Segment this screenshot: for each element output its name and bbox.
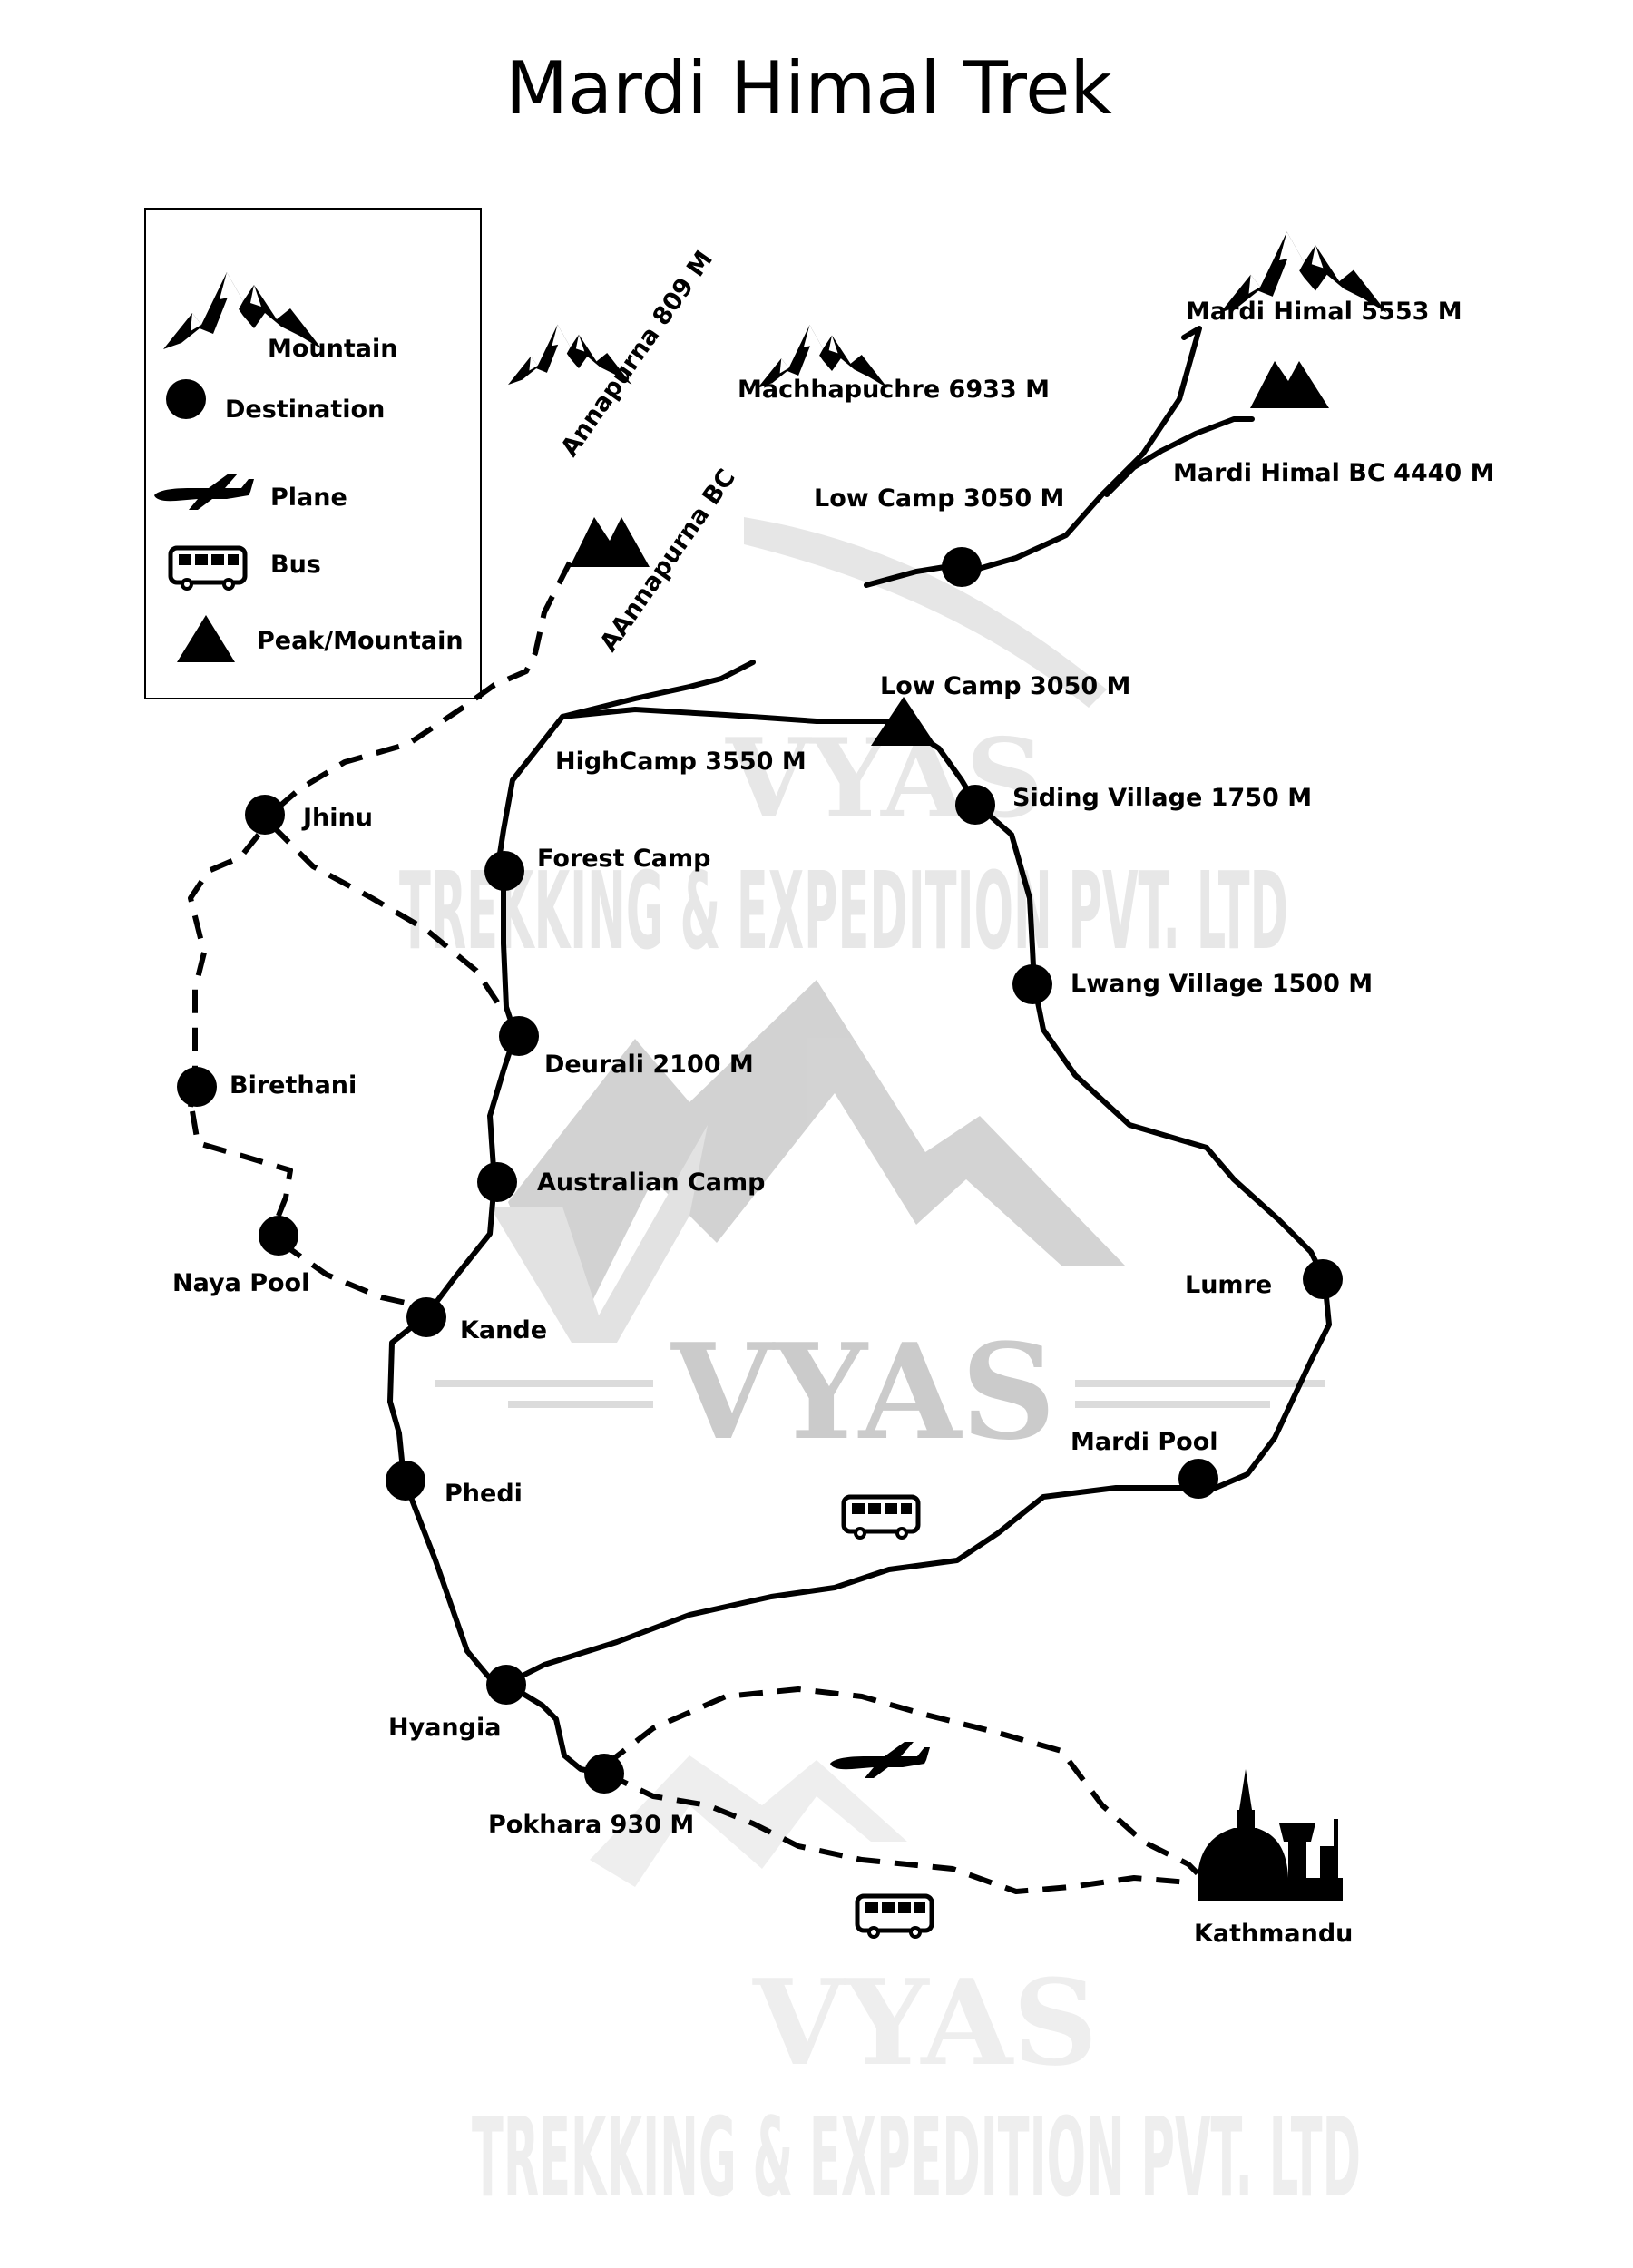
watermark-check-mark bbox=[490, 1125, 708, 1343]
legend-bus-label: Bus bbox=[270, 551, 321, 579]
watermark-brand-bottom: VYAS bbox=[752, 1953, 1098, 2092]
legend: Mountain Destination Plane Bus Peak/Moun… bbox=[144, 208, 482, 699]
destinations bbox=[177, 547, 1343, 1794]
kathmandu-label: Kathmandu bbox=[1194, 1920, 1353, 1948]
australian-camp-label: Australian Camp bbox=[537, 1168, 765, 1197]
watermark-top-swoosh bbox=[744, 517, 1107, 708]
naya-pool-label: Naya Pool bbox=[172, 1269, 309, 1297]
kande-label: Kande bbox=[460, 1316, 547, 1344]
machhapuchre-label: Machhapuchre 6933 M bbox=[738, 376, 1050, 404]
pokhara-dot bbox=[584, 1754, 624, 1794]
watermark-brand-middle: VYAS bbox=[670, 1315, 1056, 1470]
annapurna-bc-peak-icon bbox=[570, 517, 650, 567]
mardi-pool-label: Mardi Pool bbox=[1071, 1428, 1218, 1456]
mardi-himal-bc-peak-icon bbox=[1250, 361, 1329, 408]
legend-plane-icon bbox=[154, 474, 254, 510]
high-camp-label: HighCamp 3550 M bbox=[555, 748, 807, 776]
lwang-village-dot bbox=[1012, 964, 1052, 1004]
jhinu-label: Jhinu bbox=[301, 804, 373, 832]
siding-village-label: Siding Village 1750 M bbox=[1012, 784, 1312, 812]
bus-icon-bottom bbox=[857, 1896, 932, 1939]
birethani-label: Birethani bbox=[230, 1071, 357, 1100]
bus-icon bbox=[844, 1497, 918, 1540]
watermark-company-bottom: TREKKING & EXPEDITION PVT. LTD bbox=[472, 2096, 1361, 2222]
pokhara-label: Pokhara 930 M bbox=[488, 1811, 694, 1839]
watermark: VYAS TREKKING & EXPEDITION PVT. LTD VYAS… bbox=[399, 517, 1361, 2222]
watermark-mountain-logo bbox=[508, 980, 1125, 1325]
kathmandu-stupa-icon bbox=[1198, 1769, 1343, 1901]
low-camp-label: Low Camp 3050 M bbox=[880, 672, 1130, 700]
phedi-label: Phedi bbox=[445, 1480, 523, 1508]
legend-peak-label: Peak/Mountain bbox=[257, 627, 464, 655]
lumre-dot bbox=[1303, 1259, 1343, 1299]
low-camp-top-dot bbox=[942, 547, 982, 587]
legend-destination-icon bbox=[166, 379, 206, 419]
legend-destination-label: Destination bbox=[225, 396, 385, 424]
birethani-dot bbox=[177, 1067, 217, 1107]
low-camp-top-label: Low Camp 3050 M bbox=[814, 484, 1064, 513]
dashed-routes bbox=[188, 561, 1200, 1894]
trek-routes bbox=[387, 326, 1332, 1776]
hyangia-dot bbox=[486, 1665, 526, 1705]
forest-camp-label: Forest Camp bbox=[537, 845, 710, 873]
naya-pool-dot bbox=[259, 1216, 298, 1256]
hyangia-label: Hyangia bbox=[388, 1714, 501, 1742]
plane-icon bbox=[830, 1742, 930, 1778]
deurali-dot bbox=[499, 1016, 539, 1056]
phedi-dot bbox=[386, 1461, 425, 1501]
kande-dot bbox=[406, 1297, 446, 1337]
legend-bus-icon bbox=[171, 548, 245, 591]
jhinu-dot bbox=[245, 795, 285, 835]
mardi-pool-dot bbox=[1178, 1459, 1218, 1499]
watermark-bottom-logo bbox=[590, 1755, 907, 1887]
lwang-village-label: Lwang Village 1500 M bbox=[1071, 970, 1373, 998]
mardi-himal-bc-label: Mardi Himal BC 4440 M bbox=[1173, 459, 1494, 487]
legend-peak-icon bbox=[177, 615, 235, 662]
forest-camp-dot bbox=[484, 851, 524, 891]
australian-camp-dot bbox=[477, 1162, 517, 1202]
lumre-label: Lumre bbox=[1185, 1271, 1272, 1299]
deurali-label: Deurali 2100 M bbox=[544, 1051, 754, 1079]
map-title: Mardi Himal Trek bbox=[505, 46, 1112, 131]
legend-plane-label: Plane bbox=[270, 484, 347, 512]
siding-village-dot bbox=[955, 785, 995, 825]
mardi-himal-label: Mardi Himal 5553 M bbox=[1186, 298, 1462, 326]
watermark-company-top: TREKKING & EXPEDITION PVT. LTD bbox=[399, 848, 1288, 973]
legend-mountain-label: Mountain bbox=[268, 335, 397, 363]
